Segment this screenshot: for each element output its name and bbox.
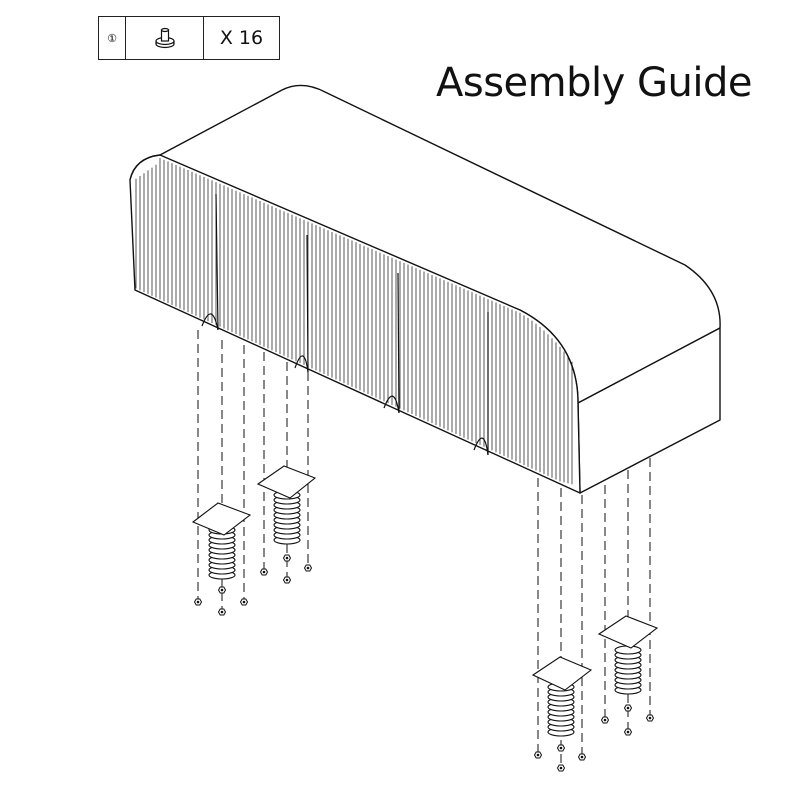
door-seams	[201, 193, 489, 456]
page-title: Assembly Guide	[436, 60, 752, 106]
parts-table: ① X 16	[98, 16, 280, 60]
part-quantity: X 16	[219, 27, 264, 49]
door-handle-3	[383, 395, 400, 414]
screw-icon	[624, 704, 632, 712]
cabinet-front	[129, 154, 581, 494]
leg-1	[191, 502, 252, 580]
leg-2	[256, 465, 317, 545]
screw-icon	[534, 751, 542, 759]
screw-icon	[601, 716, 609, 724]
leg-3	[531, 656, 593, 737]
screw-icon	[624, 728, 632, 736]
cabinet-fluting	[135, 158, 573, 485]
screw-icon	[578, 753, 586, 761]
door-handle-1	[201, 313, 219, 331]
leg-4	[597, 615, 659, 695]
screw-icon	[218, 608, 226, 616]
part-number: ①	[99, 17, 126, 59]
screw-icon	[557, 744, 565, 752]
screws	[194, 554, 654, 772]
screw-icon	[557, 764, 565, 772]
screw-icon	[194, 598, 202, 606]
cabinet	[129, 84, 721, 494]
screw-icon	[304, 564, 312, 572]
screw-icon	[646, 714, 654, 722]
screw-icon	[126, 17, 204, 59]
screw-icon	[240, 598, 248, 606]
screw-icon	[283, 554, 291, 562]
screw-icon	[283, 576, 291, 584]
door-handle-4	[473, 437, 489, 456]
screw-icon	[218, 586, 226, 594]
screw-icon	[260, 568, 268, 576]
door-handle-2	[294, 355, 309, 373]
